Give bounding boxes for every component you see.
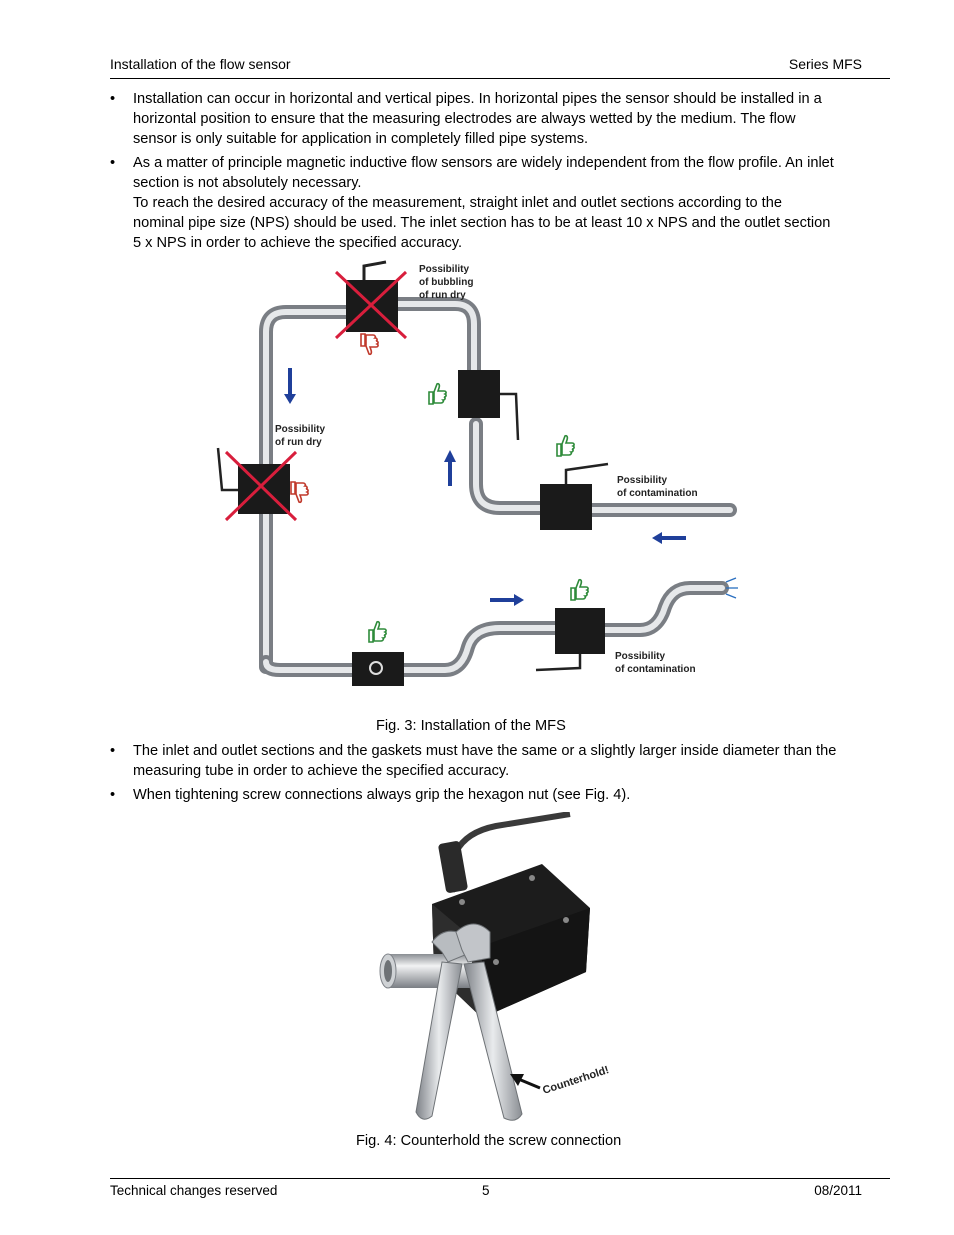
bullet-list-top: • Installation can occur in horizontal a… xyxy=(110,89,890,257)
wrench-right xyxy=(455,923,523,1121)
label-contam-b1: Possibility xyxy=(615,651,665,662)
page-footer: Technical changes reserved 5 08/2011 xyxy=(110,1178,890,1198)
page-number: 5 xyxy=(482,1183,490,1198)
label-rundry-1: Possibility xyxy=(275,424,325,435)
label-contam-b2: of contamination xyxy=(615,664,696,675)
arrow-up-icon xyxy=(444,450,456,486)
sensor-bottom-right-good xyxy=(535,578,605,672)
label-bubbling-3: of run dry xyxy=(419,290,466,301)
sensor-top-bad xyxy=(334,260,408,356)
list-item: • Installation can occur in horizontal a… xyxy=(110,91,822,147)
sensor-right-vertical-good xyxy=(428,370,520,441)
label-contam-a1: Possibility xyxy=(617,475,667,486)
page-header: Installation of the flow sensor Series M… xyxy=(110,56,890,79)
header-title: Installation of the flow sensor xyxy=(110,56,291,72)
header-series: Series MFS xyxy=(788,56,862,72)
label-contam-a2: of contamination xyxy=(617,488,698,499)
pipe-network xyxy=(259,297,737,677)
label-bubbling-1: Possibility xyxy=(419,264,469,275)
footer-note: Technical changes reserved xyxy=(110,1183,278,1198)
list-item: • When tightening screw connections alwa… xyxy=(110,787,631,803)
bullet-list-mid: • The inlet and outlet sections and the … xyxy=(110,741,890,809)
list-item: • The inlet and outlet sections and the … xyxy=(110,743,837,779)
counterhold-photo: Counterhold! xyxy=(356,812,642,1128)
counterhold-arrow-icon xyxy=(510,1074,541,1090)
sensor-bottom-good xyxy=(352,620,404,686)
water-outlet-icon xyxy=(725,577,738,599)
figure-3-caption: Fig. 3: Installation of the MFS xyxy=(376,718,566,734)
label-bubbling-2: of bubbling xyxy=(419,277,473,288)
arrow-down-icon xyxy=(284,368,296,404)
sensor-horizontal-upper-good xyxy=(540,434,609,530)
cable-plug xyxy=(438,841,468,893)
installation-diagram: Possibility of bubbling of run dry Possi… xyxy=(200,252,760,712)
arrow-right-icon xyxy=(490,594,524,606)
label-rundry-2: of run dry xyxy=(275,437,322,448)
footer-date: 08/2011 xyxy=(814,1183,862,1198)
list-item: • As a matter of principle magnetic indu… xyxy=(110,155,834,251)
arrow-left-icon xyxy=(652,532,686,544)
flow-arrows xyxy=(284,368,686,606)
figure-4-caption: Fig. 4: Counterhold the screw connection xyxy=(356,1133,622,1149)
sensor-left-bad xyxy=(216,447,309,522)
